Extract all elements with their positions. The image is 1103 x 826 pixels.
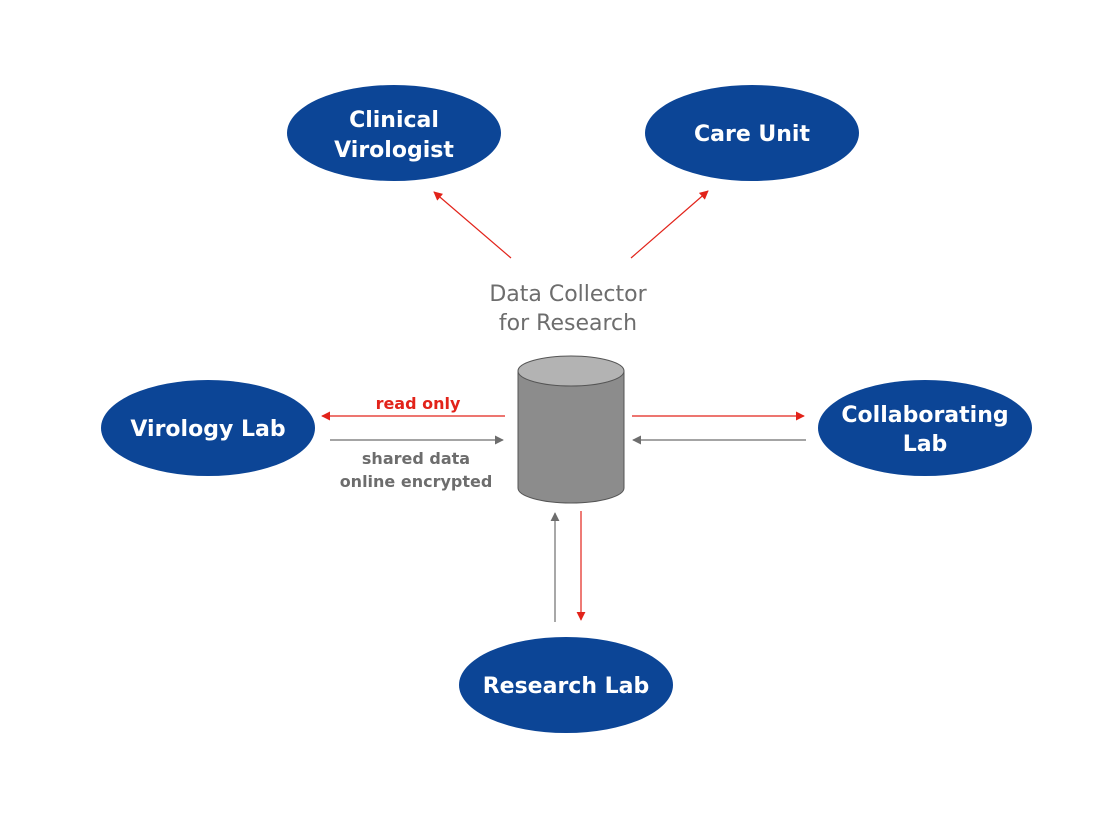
node-research-lab[interactable]: Research Lab [459,637,673,733]
node-research-lab-label: Research Lab [483,674,650,699]
center-title-line2: for Research [499,311,637,336]
center-title-line1: Data Collector [489,282,647,307]
database-cylinder-icon [517,355,625,504]
shared-data-label-line1: shared data [362,449,470,468]
node-collaborating-lab-line2: Lab [903,432,948,457]
arrow-to-clinical-virologist [433,191,512,259]
node-collaborating-lab-line1: Collaborating [841,403,1008,428]
node-care-unit[interactable]: Care Unit [645,85,859,181]
node-virology-lab[interactable]: Virology Lab [101,380,315,476]
node-care-unit-label: Care Unit [694,122,810,147]
node-virology-lab-label: Virology Lab [130,417,285,442]
node-clinical-virologist-line1: Clinical [349,108,439,133]
read-only-label: read only [376,394,461,413]
node-collaborating-lab[interactable]: Collaborating Lab [818,380,1032,476]
node-clinical-virologist[interactable]: Clinical Virologist [287,85,501,181]
shared-data-label-line2: online encrypted [340,472,493,491]
arrow-to-care-unit [630,190,709,259]
node-clinical-virologist-line2: Virologist [334,138,454,163]
